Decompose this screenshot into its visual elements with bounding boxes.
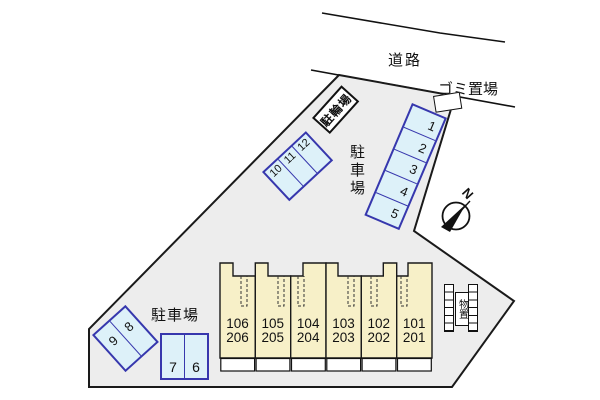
unit-label-106-206: 106 206 xyxy=(220,317,255,345)
balcony-103 xyxy=(326,357,362,372)
storage-lockers-right xyxy=(468,284,478,332)
unit-number-lower: 202 xyxy=(367,330,391,345)
unit-number-upper: 101 xyxy=(402,316,426,331)
storage-lockers-left xyxy=(444,284,454,332)
unit-number-lower: 201 xyxy=(402,330,426,345)
entry-dashed-103 xyxy=(347,276,355,307)
road-edge-upper xyxy=(321,12,506,43)
unit-label-105-205: 105 205 xyxy=(255,317,290,345)
balcony-102 xyxy=(361,357,397,372)
unit-number-lower: 203 xyxy=(332,330,355,345)
parking-pair-7-6: 7 6 xyxy=(160,333,209,380)
road-label: 道路 xyxy=(388,52,423,69)
balcony-105 xyxy=(255,357,291,372)
unit-label-104-204: 104 204 xyxy=(291,317,326,345)
parking-space-6: 6 xyxy=(184,335,207,378)
unit-number-lower: 205 xyxy=(261,330,285,345)
parking-area-label-south: 駐車場 xyxy=(151,307,200,324)
storage-label: 物置 xyxy=(455,292,469,326)
unit-number-upper: 102 xyxy=(367,316,391,331)
entry-dashed-104 xyxy=(297,276,305,307)
balcony-106 xyxy=(220,357,256,372)
entry-dashed-105 xyxy=(277,276,285,307)
north-arrow-icon xyxy=(441,204,466,232)
unit-label-102-202: 102 202 xyxy=(361,317,396,345)
unit-number-upper: 105 xyxy=(261,316,285,331)
balcony-101 xyxy=(396,357,432,372)
unit-number-upper: 103 xyxy=(332,316,355,331)
unit-number-upper: 106 xyxy=(226,316,249,331)
parking-space-7: 7 xyxy=(169,359,177,375)
unit-number-upper: 104 xyxy=(296,316,320,331)
unit-number-lower: 206 xyxy=(226,330,249,345)
unit-label-101-201: 101 201 xyxy=(397,317,432,345)
unit-number-lower: 204 xyxy=(296,330,320,345)
entry-dashed-102 xyxy=(370,276,378,307)
entry-dashed-106 xyxy=(240,276,248,307)
building-unit-101 xyxy=(396,262,433,359)
balcony-104 xyxy=(290,357,326,372)
parking-area-label-east: 駐車場 xyxy=(348,144,365,198)
entry-dashed-101 xyxy=(400,276,408,307)
unit-label-103-203: 103 203 xyxy=(326,317,361,345)
building-unit-102 xyxy=(360,262,398,359)
